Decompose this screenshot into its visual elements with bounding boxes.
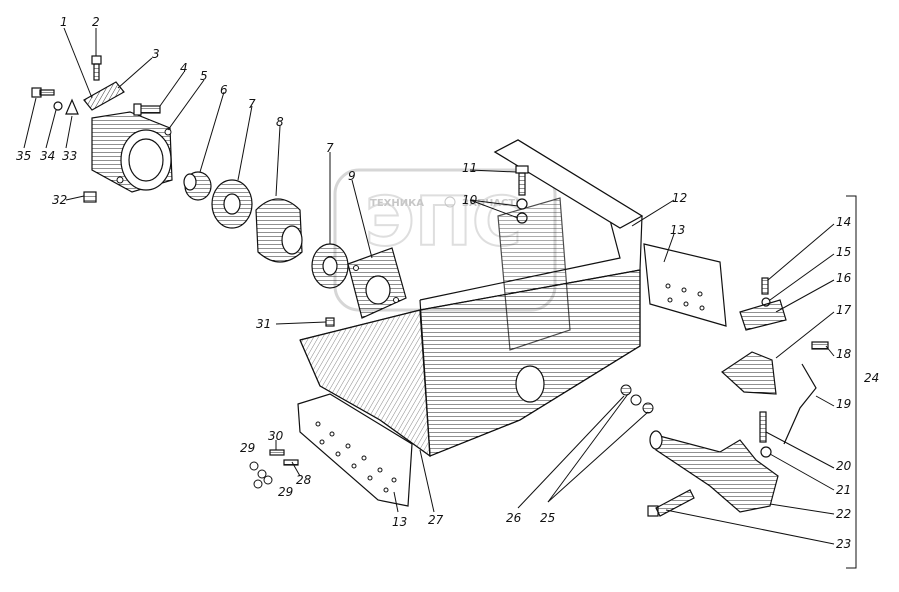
callout-6: 6 [220,83,228,97]
pin-20 [759,411,767,443]
bearing-6 [183,171,212,201]
callout-27: 27 [428,513,444,527]
latch-17 [721,351,777,395]
callout-21: 21 [836,483,851,497]
watermark-text-right: ЗАПЧАСТИ [462,198,524,209]
callout-24: 24 [864,371,879,385]
callout-5: 5 [200,69,208,83]
callout-12: 12 [672,191,687,205]
callout-14: 14 [836,215,851,229]
flange-9 [347,247,407,319]
callout-26: 26 [506,511,522,525]
callout-13b: 13 [392,515,407,529]
coupling-housing [91,111,173,193]
gear-icon [444,196,456,208]
callout-9: 9 [348,169,356,183]
callout-28: 28 [296,473,312,487]
watermark-text-left: ТЕХНИКА [370,198,424,209]
callout-7b: 7 [326,141,334,155]
callout-29b: 29 [278,485,293,499]
callout-20: 20 [836,459,852,473]
callout-17: 17 [836,303,852,317]
rubber-bush-8 [255,198,303,263]
callout-15: 15 [836,245,851,259]
callout-4: 4 [180,61,188,75]
fitting-32 [83,191,97,203]
bolt-11 [515,165,529,196]
callout-29a: 29 [240,441,255,455]
callout-32: 32 [52,193,67,207]
washer-34 [53,101,63,111]
grease-fitting-31 [325,317,335,327]
nuts-25-26 [620,384,654,414]
callout-18: 18 [836,347,852,361]
callout-35: 35 [16,149,31,163]
callout-19: 19 [836,397,851,411]
callout-3: 3 [152,47,160,61]
nuts-29 [249,461,273,489]
callout-16: 16 [836,271,852,285]
pin-18 [811,341,829,350]
callout-11: 11 [462,161,477,175]
bracket-16 [739,299,787,331]
side-plate-13-left [297,393,413,507]
nut-10 [516,212,528,224]
tab-washer-33 [65,98,79,115]
callout-23: 23 [836,537,851,551]
bolt-4 [133,103,161,116]
callout-1: 1 [60,15,68,29]
callout-13a: 13 [670,223,685,237]
callout-8: 8 [276,115,284,129]
leader-lines [23,27,857,569]
bolt-35 [31,87,55,98]
bolt-23 [647,489,695,517]
washer-10 [516,198,528,210]
callout-33: 33 [62,149,77,163]
callout-22: 22 [836,507,851,521]
chain-19 [783,363,817,445]
bolt-30 [269,449,299,466]
side-plate-13-right [643,243,727,327]
ring-7-right [311,243,349,289]
callout-31: 31 [256,317,271,331]
lock-plate [83,81,125,111]
bolt-2 [91,55,102,81]
bolt-14 [761,277,769,295]
callout-10: 10 [462,193,478,207]
callout-30: 30 [268,429,284,443]
callout-2: 2 [92,15,100,29]
nut-21 [760,446,772,458]
callout-25: 25 [540,511,555,525]
tow-hook-22 [649,430,779,513]
callout-34: 34 [40,149,55,163]
tow-frame [299,139,644,458]
callout-7a: 7 [248,97,256,111]
ring-7-left [211,179,253,229]
